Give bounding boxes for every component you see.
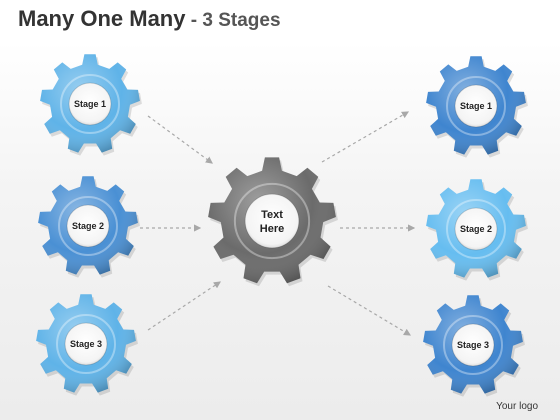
right-gear-stage-3-ring [443,315,503,375]
left-gear-stage-1-label: Stage 1 [74,99,106,109]
page-title: Many One Many - 3 Stages [18,6,281,32]
left-gear-stage-2-ring [58,196,118,256]
left-gear-stage-3-ring [56,314,116,374]
right-gear-stage-3-hub [451,323,495,367]
arrow-left-stage-1 [147,115,213,164]
left-gear-stage-3-hub [64,322,108,366]
left-gear-stage-2-label: Stage 2 [72,221,104,231]
left-gear-stage-1-hub [68,82,112,126]
arrow-right-stage-3 [327,285,412,336]
left-gear-stage-3-label: Stage 3 [70,339,102,349]
center-gear-label-2: Here [260,223,284,235]
arrow-right-stage-1 [321,111,410,163]
gears: Stage 1 Stage 2 Stage 3 Stage 1 Stage 2 Stage… [36,54,528,397]
center-gear-ring [233,182,311,260]
left-gear-stage-2-hub [66,204,110,248]
left-gear-stage-1-ring [60,74,120,134]
title-bar: Many One Many - 3 Stages [0,0,560,40]
logo-text: Your logo [496,401,538,412]
left-gear-stage-3: Stage 3 [36,294,138,396]
right-gear-stage-2-ring [446,199,506,259]
center-gear-hub [244,193,300,249]
right-gear-stage-3-label: Stage 3 [457,340,489,350]
right-gear-stage-1-label: Stage 1 [460,101,492,111]
right-gear-stage-1-hub [454,84,498,128]
left-gear-stage-2: Stage 2 [38,176,140,278]
right-gear-stage-3: Stage 3 [423,295,525,397]
right-gear-stage-2-label: Stage 2 [460,224,492,234]
arrow-left-stage-3 [147,281,221,331]
center-gear-label-1: Text [261,209,283,221]
left-gear-stage-1: Stage 1 [40,54,142,156]
right-gear-stage-1-ring [446,76,506,136]
connectors [140,111,416,336]
right-gear-stage-2-hub [454,207,498,251]
right-gear-stage-2: Stage 2 [426,179,528,281]
title-subtitle: - 3 Stages [185,10,281,31]
right-gear-stage-1: Stage 1 [426,56,528,158]
title-main: Many One Many [18,6,186,31]
